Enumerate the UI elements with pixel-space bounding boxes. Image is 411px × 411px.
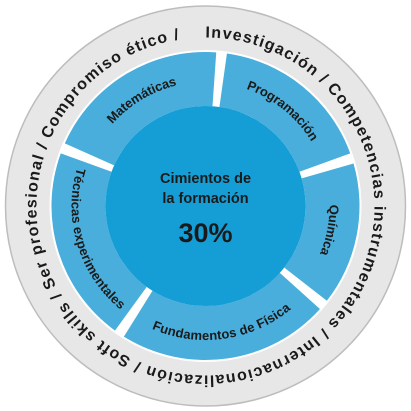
segment-3: [123, 272, 320, 360]
center-title-line1: Cimientos de: [160, 171, 251, 187]
segment-5: [64, 52, 217, 166]
center-percentage: 30%: [178, 218, 232, 248]
segment-1: [219, 53, 351, 172]
center-title-line2: la formación: [162, 191, 248, 207]
segment-4: [51, 153, 147, 331]
segment-2: [284, 163, 360, 301]
center-circle: [105, 106, 306, 306]
